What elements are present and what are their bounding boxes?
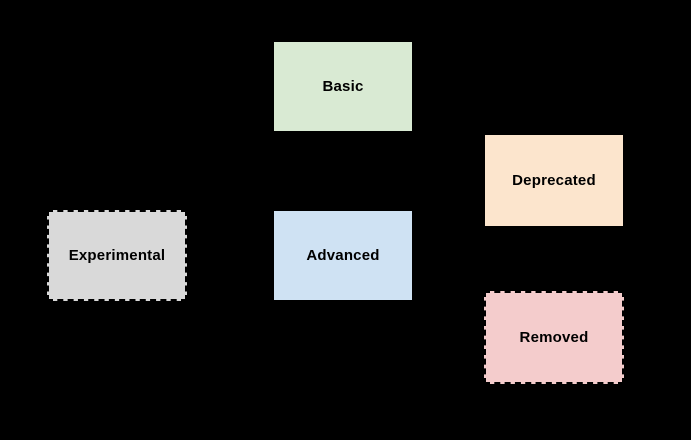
diagram-node-experimental: Experimental — [47, 210, 187, 301]
diagram-node-label-advanced: Advanced — [306, 247, 380, 264]
diagram-node-label-removed: Removed — [519, 329, 589, 346]
diagram-node-label-deprecated: Deprecated — [512, 172, 596, 189]
diagram-node-basic: Basic — [273, 41, 413, 132]
diagram-node-deprecated: Deprecated — [484, 134, 624, 227]
diagram-node-label-basic: Basic — [322, 78, 364, 95]
diagram-node-label-experimental: Experimental — [68, 247, 166, 264]
diagram-node-removed: Removed — [484, 291, 624, 384]
diagram-node-advanced: Advanced — [273, 210, 413, 301]
